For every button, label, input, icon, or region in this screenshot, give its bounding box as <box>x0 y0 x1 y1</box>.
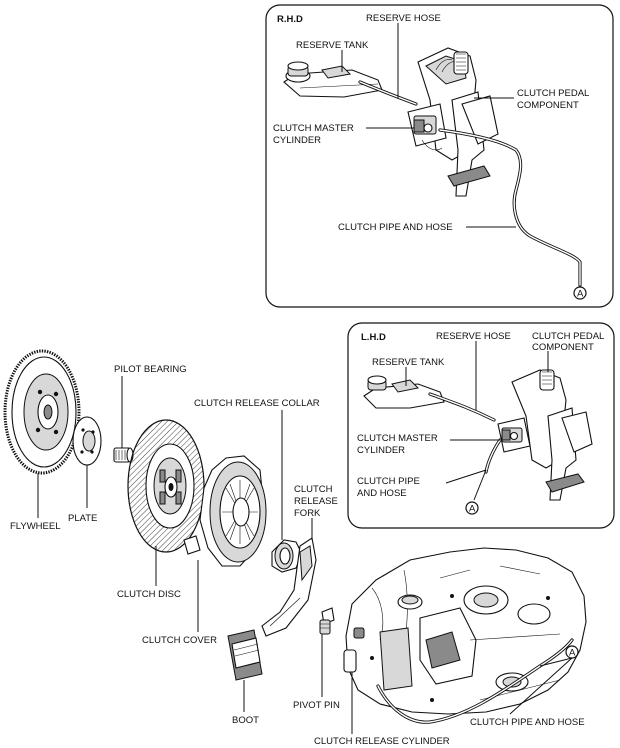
clutch-release-collar-illustration <box>271 539 303 573</box>
rhd-reserve-hose-label: RESERVE HOSE <box>366 13 441 24</box>
transaxle-pipe-hose-leader <box>509 657 573 715</box>
pivot-pin-illustration <box>319 607 335 635</box>
lhd-pipe-hose-label-line2: AND HOSE <box>357 488 407 499</box>
rhd-panel: R.H.D <box>265 4 614 308</box>
rhd-clutch-pedal-label-line1: CLUTCH PEDAL <box>517 88 589 99</box>
plate-illustration <box>72 416 102 466</box>
clutch-release-fork-label-line2: RELEASE <box>294 496 338 507</box>
clutch-disc-illustration <box>127 419 205 553</box>
rhd-reserve-tank-illustration <box>283 61 383 98</box>
rhd-master-cylinder-illustration <box>407 103 447 151</box>
lhd-panel: L.H.D RESERVE <box>347 322 615 529</box>
rhd-master-cylinder-label-line1: CLUTCH MASTER <box>273 123 354 134</box>
lhd-master-cylinder-label-line1: CLUTCH MASTER <box>357 433 438 444</box>
lhd-reserve-hose-label: RESERVE HOSE <box>436 331 511 342</box>
rhd-marker-a-label: A <box>577 289 584 300</box>
rhd-marker-a-circle <box>573 286 587 300</box>
lhd-master-cylinder-illustration <box>497 417 531 453</box>
clutch-cover-label: CLUTCH COVER <box>142 635 217 646</box>
clutch-release-cylinder-label: CLUTCH RELEASE CYLINDER <box>314 736 450 747</box>
clutch-disc-label: CLUTCH DISC <box>117 589 181 600</box>
lhd-master-cylinder-label-line2: CYLINDER <box>357 445 405 456</box>
clutch-release-fork-label-line1: CLUTCH <box>294 484 333 495</box>
clutch-cover-illustration <box>183 455 267 567</box>
lhd-clutch-pedal-label-line1: CLUTCH PEDAL <box>532 331 604 342</box>
transaxle-pipe-hose-label: CLUTCH PIPE AND HOSE <box>470 717 585 728</box>
flywheel-illustration <box>3 349 81 475</box>
transaxle-marker-leader <box>539 657 573 667</box>
pilot-bearing-label: PILOT BEARING <box>114 364 187 375</box>
lhd-marker-a-label: A <box>469 504 476 515</box>
rhd-master-cylinder-label-line2: CYLINDER <box>273 135 321 146</box>
transaxle-marker-a-circle <box>565 645 579 659</box>
lhd-marker-leader <box>473 469 487 501</box>
clutch-release-fork-label-line3: FORK <box>294 508 321 519</box>
flywheel-label: FLYWHEEL <box>10 521 61 532</box>
clutch-release-collar-label: CLUTCH RELEASE COLLAR <box>194 398 320 409</box>
pivot-pin-label: PIVOT PIN <box>293 700 340 711</box>
lhd-panel-title: L.H.D <box>361 332 386 343</box>
rhd-panel-title: R.H.D <box>277 14 303 25</box>
rhd-clutch-pedal-label-line2: COMPONENT <box>517 100 579 111</box>
lhd-clutch-pedal-illustration <box>511 369 593 501</box>
lhd-pipe-hose-label-line1: CLUTCH PIPE <box>357 476 420 487</box>
lhd-reserve-tank-label: RESERVE TANK <box>372 357 445 368</box>
transaxle-marker-a-label: A <box>569 648 576 659</box>
clutch-release-fork-illustration <box>261 537 317 637</box>
plate-label: PLATE <box>68 513 97 524</box>
rhd-reserve-tank-label: RESERVE TANK <box>296 40 369 51</box>
pilot-bearing-illustration <box>113 447 134 463</box>
lhd-marker-a-circle <box>465 501 479 515</box>
boot-label: BOOT <box>232 715 259 726</box>
lhd-clutch-pedal-label-line2: COMPONENT <box>532 342 594 353</box>
exploded-view: FLYWHEEL PLATE PILOT BEARING CLUTCH RELE… <box>3 349 587 747</box>
lhd-pipe-hose-leader <box>445 469 487 484</box>
lhd-reserve-tank-illustration <box>363 375 445 409</box>
rhd-pipe-hose-label: CLUTCH PIPE AND HOSE <box>338 222 453 233</box>
boot-illustration <box>227 629 263 681</box>
transaxle-illustration <box>343 547 587 715</box>
